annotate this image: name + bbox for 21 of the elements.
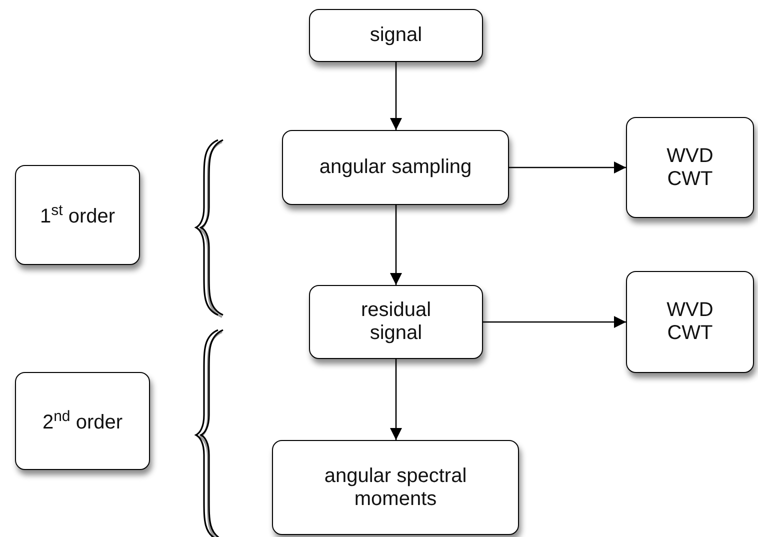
process-box: [272, 440, 519, 535]
process-box: [309, 285, 483, 359]
box-label: signal: [370, 24, 422, 47]
arrow: [509, 162, 626, 174]
box-label: residual signal: [360, 299, 432, 345]
box-label: 2$^{nd}$ order: [42, 408, 123, 434]
process-box: [282, 130, 509, 205]
process-box: [15, 372, 150, 470]
box-label: WVD CWT: [666, 299, 714, 345]
arrow: [390, 205, 402, 285]
process-box: [626, 117, 754, 218]
process-box: [15, 165, 140, 265]
arrow: [483, 316, 626, 328]
box-label: WVD CWT: [666, 144, 714, 190]
arrow: [390, 62, 402, 130]
process-box: [309, 9, 483, 62]
box-label: angular spectral moments: [323, 464, 468, 510]
process-box: [626, 271, 754, 373]
arrow: [390, 359, 402, 440]
box-label: 1$^{st}$ order: [40, 202, 116, 228]
box-label: angular sampling: [319, 156, 472, 179]
